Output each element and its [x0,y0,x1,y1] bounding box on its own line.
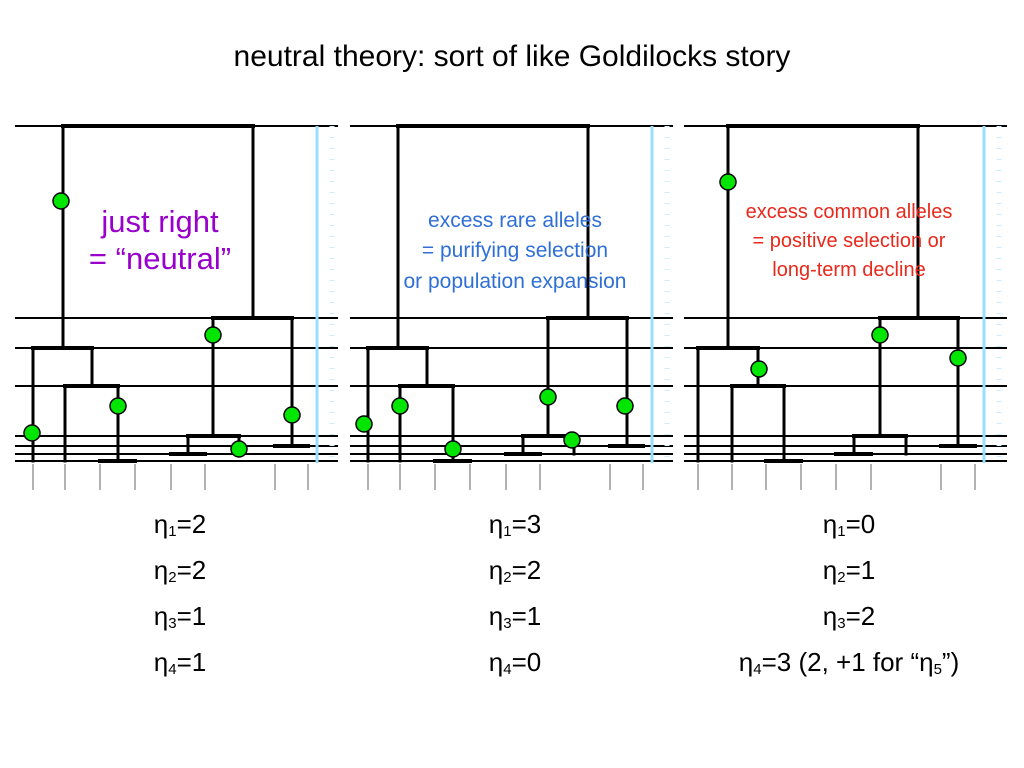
page-title: neutral theory: sort of like Goldilocks … [233,40,791,73]
eta-stats-rare-excess: η1=3 η2=2 η3=1 η4=0 [350,505,680,689]
coalescent-tree-common-excess [684,124,1007,490]
eta-3-value: η3=1 [153,601,207,632]
eta-stats-common-excess: η1=0 η2=1 η3=2 η4=3 (2, +1 for “η5”) [684,505,1014,689]
mutation-dot [355,415,373,433]
mutation-dot [52,192,70,210]
mutation-dot [616,397,634,415]
eta-2-value: η2=1 [822,555,876,586]
coalescent-tree-neutral [15,124,338,490]
mutation-dot [283,406,301,424]
time-scale-bar [315,126,335,463]
mutation-dot [563,431,581,449]
eta-4-value: η4=1 [153,647,207,678]
eta-2-value: η2=2 [488,555,542,586]
eta-4-value: η4=3 (2, +1 for “η5”) [738,647,960,678]
eta-1-value: η1=0 [822,509,876,540]
mutation-dot [539,388,557,406]
annotation-rare-excess: excess rare alleles = purifying selectio… [403,209,627,293]
time-scale-bar [650,126,670,463]
eta-3-value: η3=1 [488,601,542,632]
mutation-dot [949,349,967,367]
eta-4-value: η4=0 [488,647,542,678]
mutation-dot [204,326,222,344]
eta-2-value: η2=2 [153,555,207,586]
mutation-dot [230,440,248,458]
eta-3-value: η3=2 [822,601,876,632]
genealogy-panel-rare-excess: excess rare alleles = purifying selectio… [350,118,680,498]
genealogy-panel-neutral: just right = “neutral” [15,118,345,498]
eta-stats-neutral: η1=2 η2=2 η3=1 η4=1 [15,505,345,689]
time-scale-bar [982,126,1002,463]
coalescent-tree-rare-excess [350,124,673,490]
mutation-dot [871,326,889,344]
genealogy-panel-common-excess: excess common alleles = positive selecti… [684,118,1014,498]
mutation-dot [750,360,768,378]
mutation-dot [109,397,127,415]
annotation-neutral: just right = “neutral” [88,204,232,277]
annotation-common-excess: excess common alleles = positive selecti… [745,201,953,281]
mutation-dot [719,173,737,191]
mutation-dot [23,424,41,442]
mutation-dot [391,397,409,415]
eta-1-value: η1=2 [153,509,207,540]
eta-1-value: η1=3 [488,509,542,540]
mutation-dot [444,440,462,458]
